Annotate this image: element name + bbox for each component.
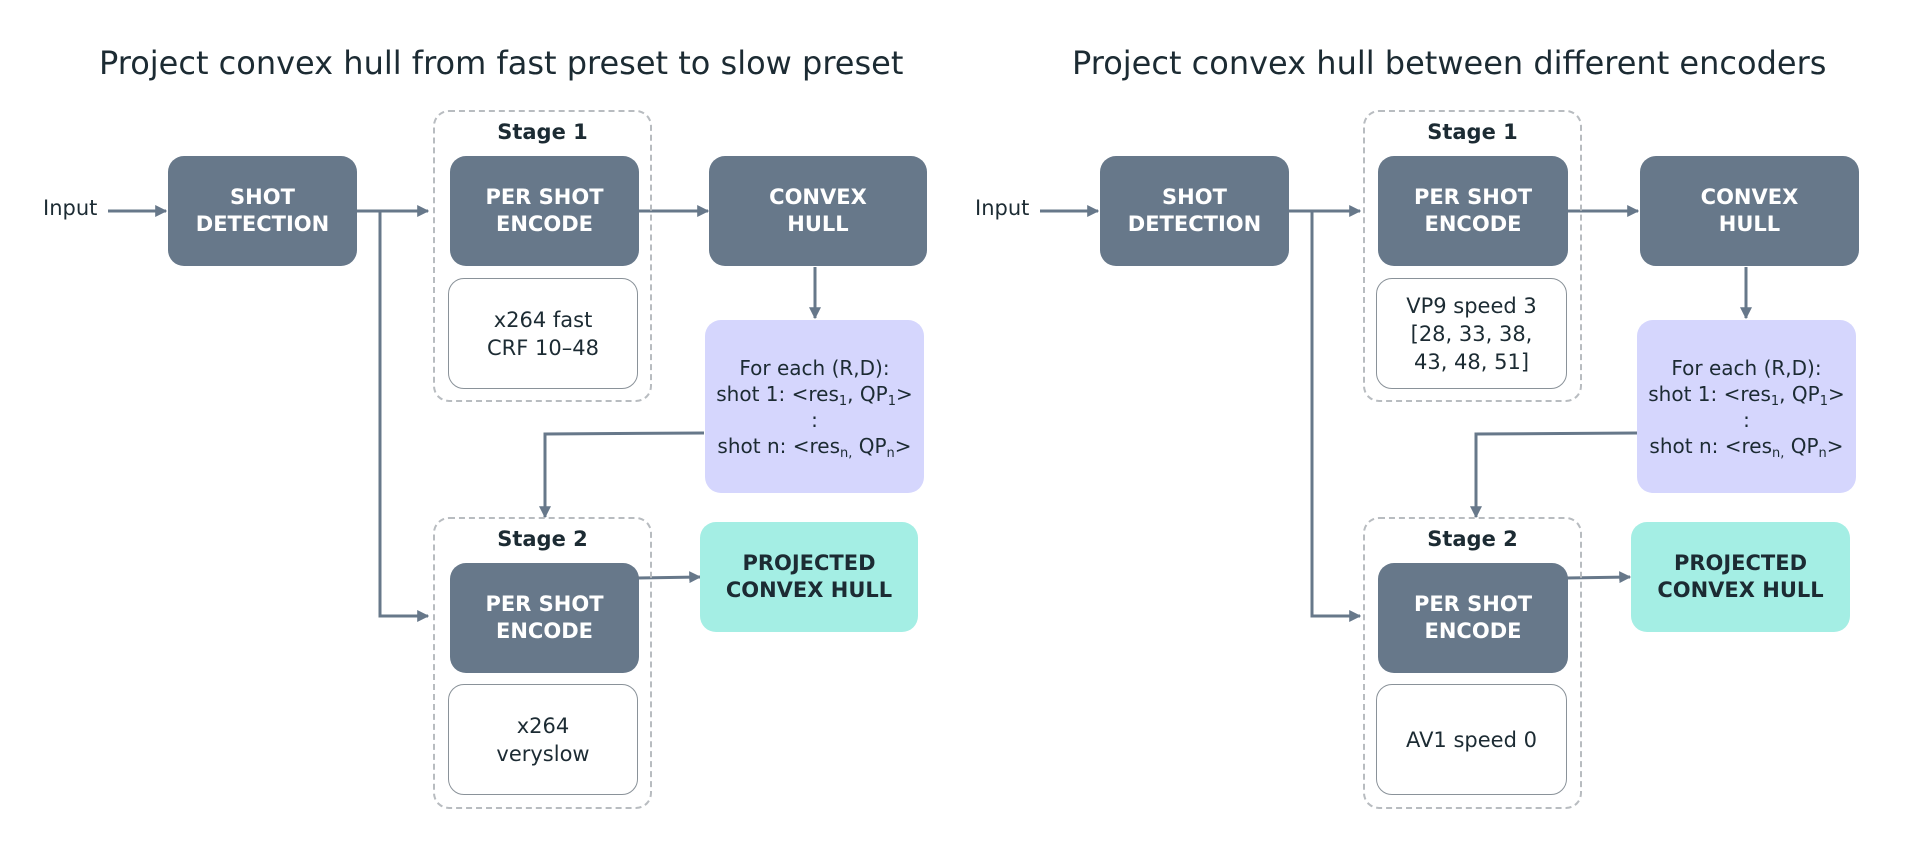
encoder-params-box: x264 fast CRF 10–48 (448, 278, 638, 389)
panel-title: Project convex hull between different en… (1072, 44, 1827, 82)
per-shot-encode-node: PER SHOT ENCODE (450, 563, 639, 673)
node-line: CONVEX HULL (1657, 578, 1824, 602)
stage-1-container: Stage 1 (1363, 110, 1582, 402)
node-line: ENCODE (496, 619, 593, 643)
encoder-params-box: AV1 speed 0 (1376, 684, 1567, 795)
node-line: DETECTION (195, 212, 330, 236)
foreach-header: For each (R,D): (739, 355, 890, 380)
foreach-rd-box: For each (R,D): shot 1: <res1, QP1> : sh… (705, 320, 924, 493)
arrow-foreach-to-stage2 (1470, 431, 1638, 519)
convex-hull-node: CONVEX HULL (1640, 156, 1859, 266)
foreach-header: For each (R,D): (1671, 355, 1822, 380)
stage-label: Stage 1 (1427, 120, 1518, 144)
projected-convex-hull-node: PROJECTED CONVEX HULL (1631, 522, 1850, 632)
node-line: HULL (1718, 212, 1781, 236)
input-label: Input (975, 196, 1030, 220)
node-line: ENCODE (1424, 619, 1522, 643)
foreach-ellipsis: : (811, 407, 818, 432)
param-line: CRF 10–48 (487, 335, 599, 360)
node-line: PROJECTED (742, 551, 876, 575)
arrow-shot-detection-to-stage2 (1310, 211, 1362, 622)
stage-label: Stage 2 (497, 527, 588, 551)
node-line: CONVEX (769, 185, 867, 209)
foreach-rd-box: For each (R,D): shot 1: <res1, QP1> : sh… (1637, 320, 1856, 493)
convex-hull-node: CONVEX HULL (709, 156, 927, 266)
encoder-params-box: VP9 speed 3 [28, 33, 38, 43, 48, 51] (1376, 278, 1567, 389)
node-line: CONVEX HULL (725, 578, 893, 602)
shot-detection-node: SHOT DETECTION (168, 156, 357, 266)
foreach-ellipsis: : (1743, 407, 1750, 432)
foreach-shot-n: shot n: <resn, QPn> (717, 433, 912, 461)
param-line: veryslow (496, 741, 590, 766)
panel-title: Project convex hull from fast preset to … (99, 44, 904, 82)
node-line: HULL (787, 212, 849, 236)
node-line: PER SHOT (1413, 592, 1533, 616)
node-line: ENCODE (1424, 212, 1522, 236)
arrow-stage2-to-projected (1566, 571, 1632, 584)
node-line: DETECTION (1127, 212, 1262, 236)
node-line: ENCODE (496, 212, 593, 236)
arrow-shot-detection-to-stage2 (378, 211, 430, 622)
foreach-shot-1: shot 1: <res1, QP1> (1648, 381, 1845, 409)
per-shot-encode-node: PER SHOT ENCODE (450, 156, 639, 266)
param-line: VP9 speed 3 (1406, 293, 1537, 318)
node-line: PROJECTED (1673, 551, 1808, 575)
node-line: PER SHOT (1413, 185, 1533, 209)
encoder-params-box: x264 veryslow (448, 684, 638, 795)
projected-convex-hull-node: PROJECTED CONVEX HULL (700, 522, 918, 632)
stage-2-container: Stage 2 (433, 517, 652, 809)
node-line: PER SHOT (485, 592, 604, 616)
stage-2-container: Stage 2 (1363, 517, 1582, 809)
node-line: CONVEX (1700, 185, 1799, 209)
param-line: x264 fast (493, 307, 593, 332)
stage-1-container: Stage 1 (433, 110, 652, 402)
per-shot-encode-node: PER SHOT ENCODE (1378, 156, 1568, 266)
stage-label: Stage 1 (497, 120, 588, 144)
foreach-shot-n: shot n: <resn, QPn> (1649, 433, 1844, 461)
arrow-foreach-to-stage2 (539, 431, 705, 519)
shot-detection-node: SHOT DETECTION (1100, 156, 1289, 266)
foreach-shot-1: shot 1: <res1, QP1> (716, 381, 913, 409)
arrow-stage2-to-projected (637, 571, 702, 584)
param-line: [28, 33, 38, (1410, 321, 1533, 346)
node-line: PER SHOT (485, 185, 604, 209)
stage-label: Stage 2 (1427, 527, 1518, 551)
node-line: SHOT (230, 185, 295, 209)
param-line: x264 (516, 713, 570, 738)
per-shot-encode-node: PER SHOT ENCODE (1378, 563, 1568, 673)
param-line: 43, 48, 51] (1413, 349, 1530, 374)
param-line: AV1 speed 0 (1406, 727, 1537, 752)
node-line: SHOT (1162, 185, 1227, 209)
input-label: Input (43, 196, 98, 220)
